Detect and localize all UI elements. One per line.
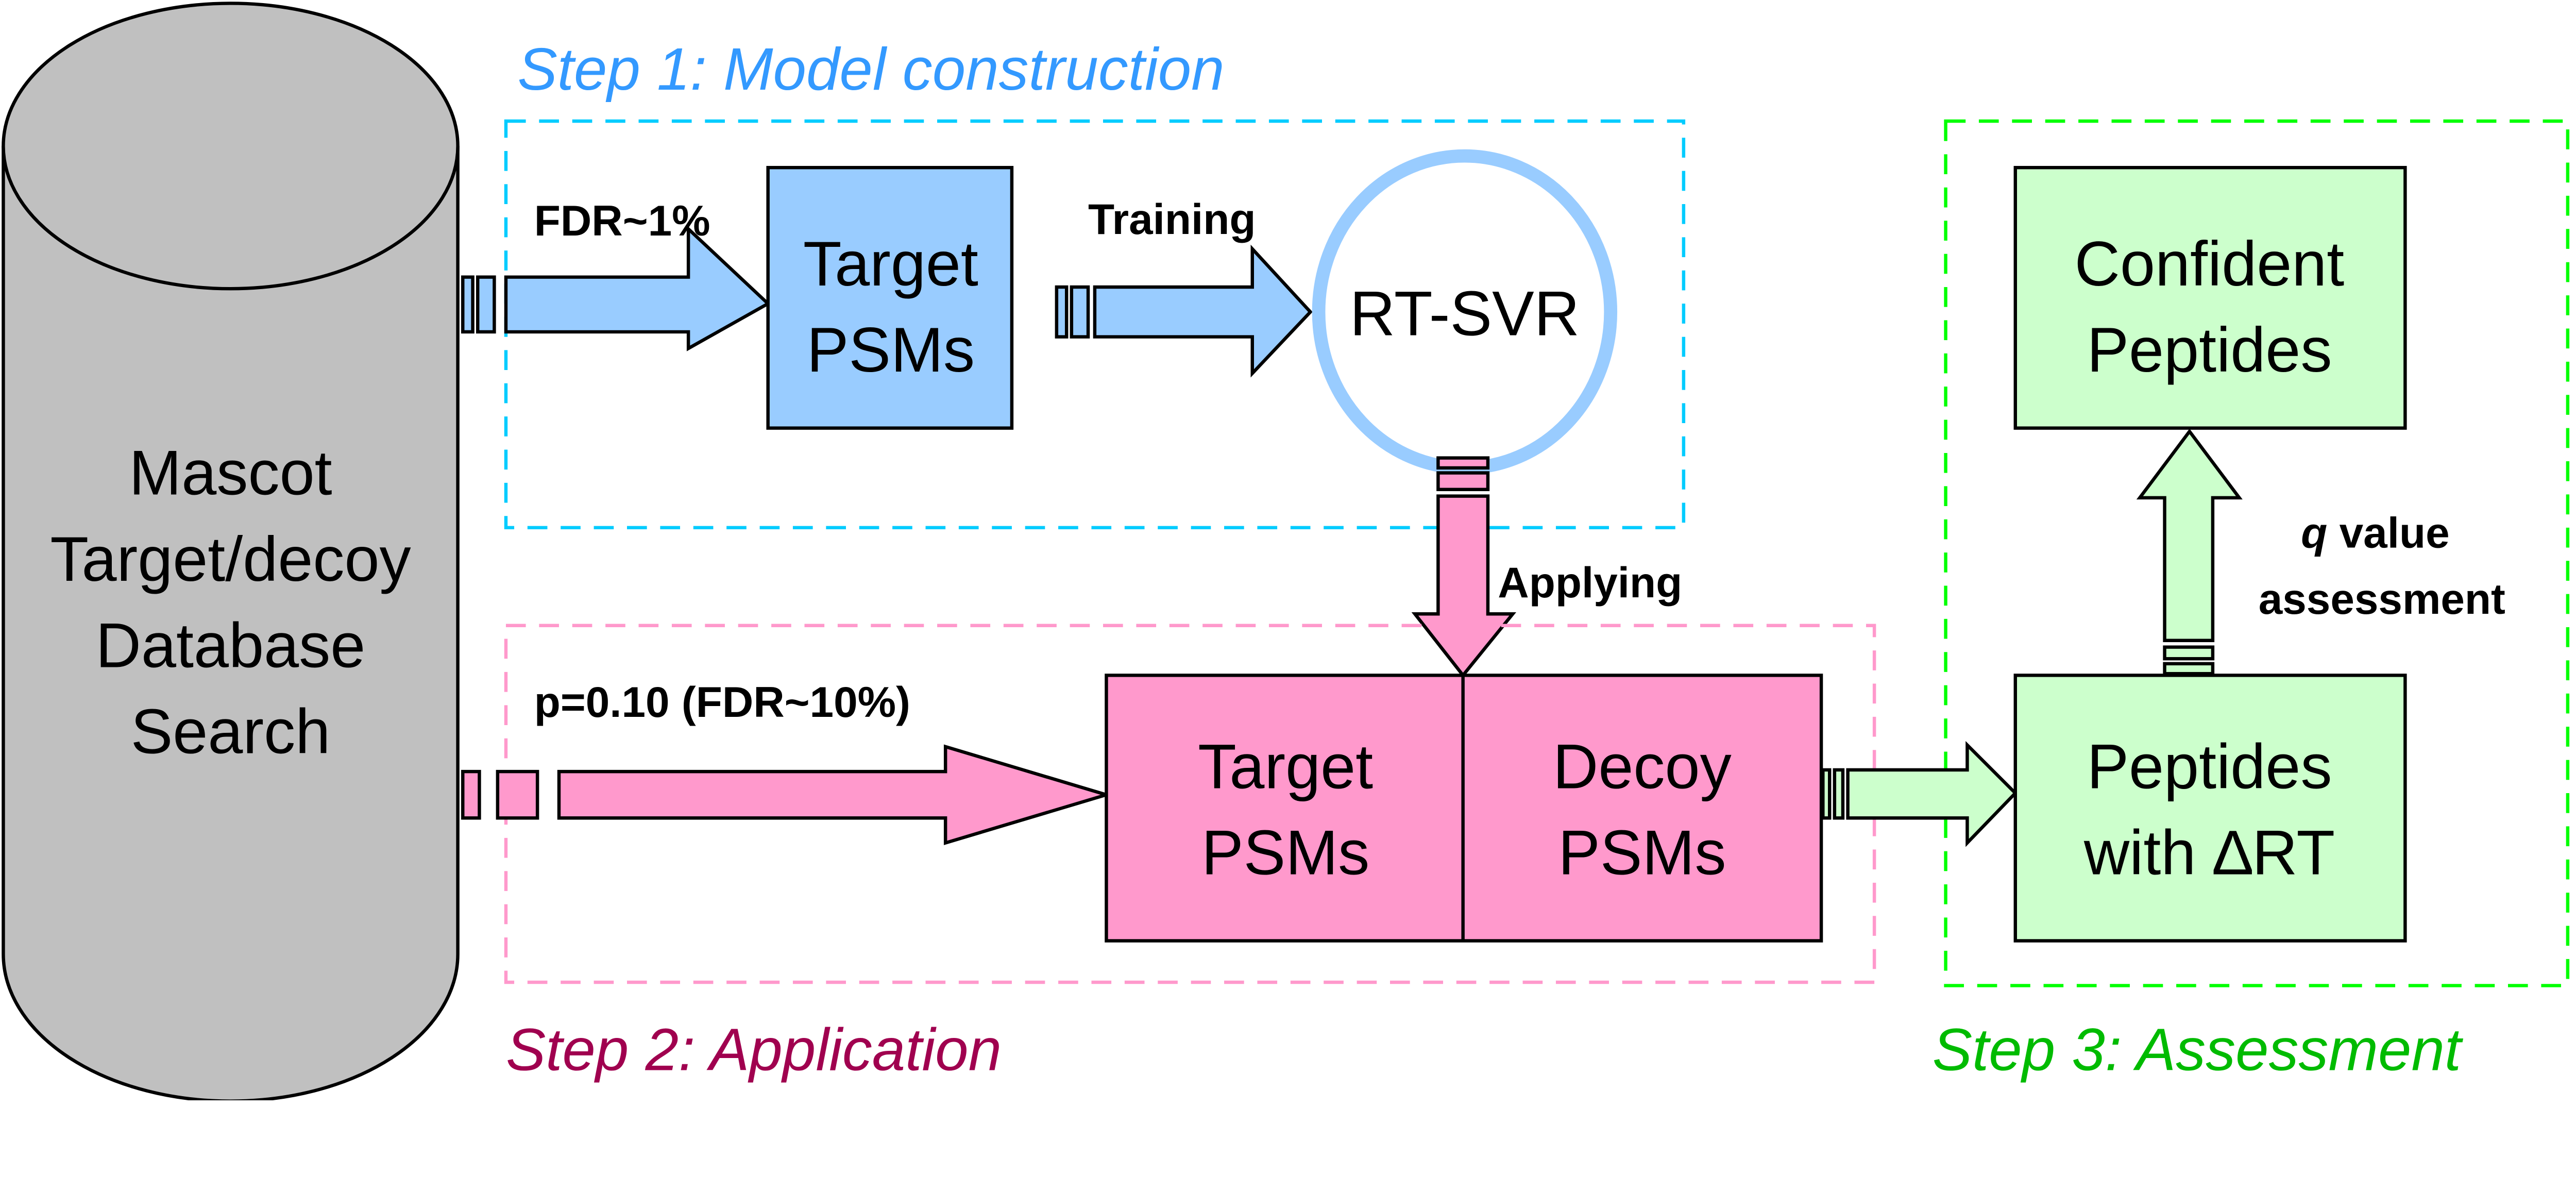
q-value-label: q value <box>2301 508 2449 557</box>
confident-label-1: Confident <box>2075 228 2345 299</box>
fdr10-label: p=0.10 (FDR~10%) <box>534 678 910 726</box>
training-label: Training <box>1088 195 1256 243</box>
step3-title: Step 3: Assessment <box>1933 1016 2464 1083</box>
database-label-1: Mascot <box>129 437 332 508</box>
database-cylinder: Mascot Target/decoy Database Search <box>2 2 460 1100</box>
target-psms-label-1: Target <box>803 228 978 299</box>
decoy-psms-label-1: Decoy <box>1553 731 1732 801</box>
peptides-label-1: Peptides <box>2087 731 2332 801</box>
database-label-4: Search <box>131 696 331 767</box>
rt-svr-label: RT-SVR <box>1350 278 1580 348</box>
peptides-delta-rt-box <box>2013 674 2407 943</box>
database-label-3: Database <box>96 610 366 680</box>
arrow-db-to-psms <box>461 744 1112 845</box>
database-label-2: Target/decoy <box>50 524 411 594</box>
arrow-db-to-target <box>461 225 771 351</box>
arrow-training <box>1055 244 1313 378</box>
decoy-psms-label-2: PSMs <box>1558 817 1726 888</box>
workflow-diagram: Mascot Target/decoy Database Search Step… <box>2 2 2570 1100</box>
target-psms-step2-label-1: Target <box>1198 731 1373 801</box>
step3-box <box>1944 119 2570 987</box>
confident-label-2: Peptides <box>2087 314 2332 385</box>
step1-title: Step 1: Model construction <box>518 36 1225 103</box>
q-value-rest: value <box>2327 508 2449 557</box>
arrow-applying <box>1411 456 1517 678</box>
fdr1-label: FDR~1% <box>534 196 710 245</box>
target-psms-step2-label-2: PSMs <box>1201 817 1369 888</box>
arrow-q-value <box>2136 428 2243 676</box>
assessment-label: assessment <box>2259 575 2505 623</box>
q-italic: q <box>2301 508 2327 557</box>
arrow-to-peptides <box>1821 741 2018 847</box>
peptides-label-2: with ∆RT <box>2083 817 2335 888</box>
target-psms-box-step1 <box>766 165 1014 430</box>
step2-title: Step 2: Application <box>506 1016 1002 1083</box>
target-psms-label-2: PSMs <box>807 314 975 385</box>
confident-peptides-box <box>2013 165 2407 430</box>
applying-label: Applying <box>1498 558 1682 607</box>
